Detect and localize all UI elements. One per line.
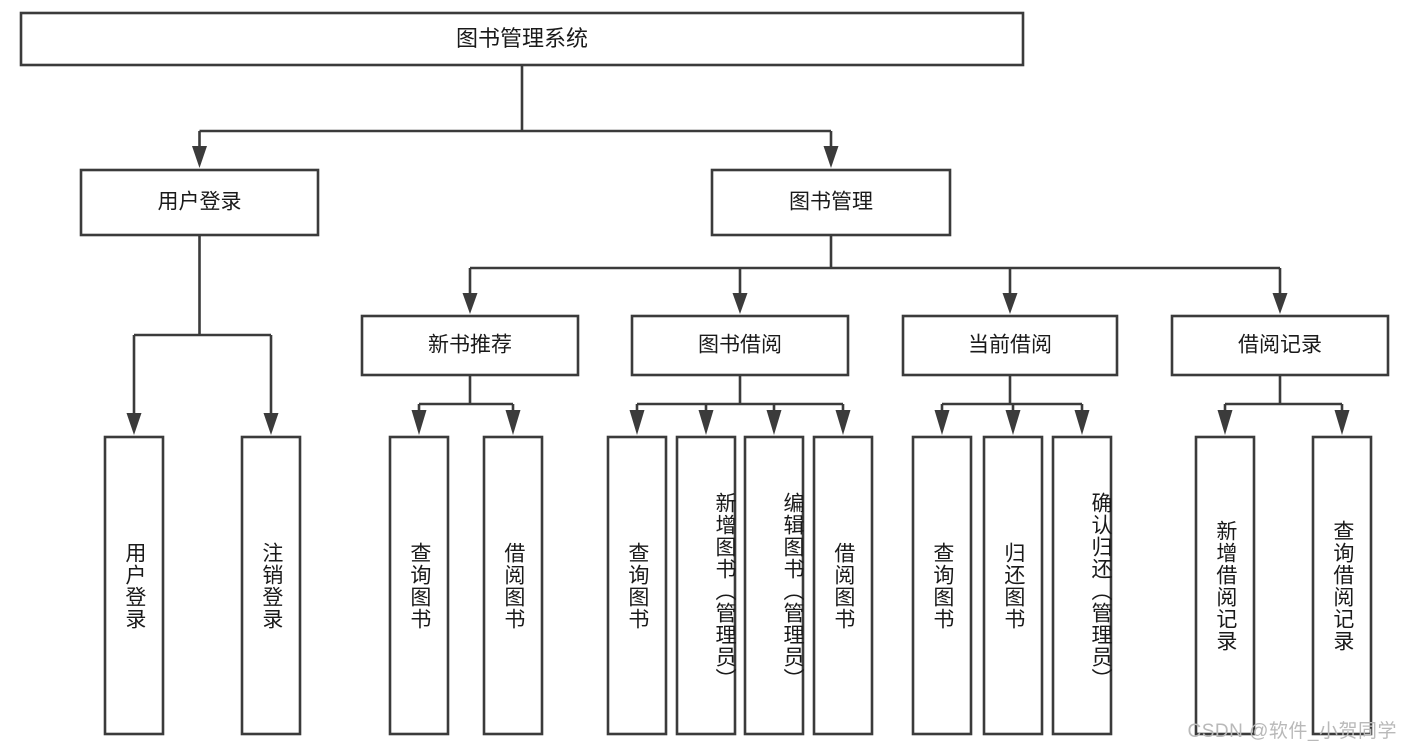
node-query-borrow-record[interactable] <box>1311 435 1373 736</box>
node-add-book-admin[interactable] <box>675 435 737 736</box>
arrowhead-query-book-2 <box>629 410 645 435</box>
connector-layer <box>126 65 1350 435</box>
label-layer: 图书管理系统 用户登录 图书管理 新书推荐 图书借阅 当前借阅 借阅记录 <box>158 26 1323 357</box>
arrowhead-user-login-do <box>126 413 142 435</box>
node-borrow-record[interactable] <box>1170 314 1390 377</box>
arrowhead-current-borrow <box>1002 293 1018 314</box>
node-query-book-3[interactable] <box>911 435 973 736</box>
arrowhead-borrow-record <box>1272 293 1288 314</box>
arrowhead-new-book-recommend <box>462 293 478 314</box>
arrowhead-query-book-3 <box>934 410 950 435</box>
node-book-borrow[interactable] <box>630 314 850 377</box>
arrowhead-add-borrow-record <box>1217 410 1233 435</box>
arrowhead-user-login <box>192 146 207 168</box>
node-user-login[interactable] <box>79 168 320 237</box>
arrowhead-return-book <box>1005 410 1021 435</box>
node-user-login-do[interactable] <box>103 435 165 736</box>
node-current-borrow[interactable] <box>901 314 1119 377</box>
arrowhead-edit-book-admin <box>766 410 782 435</box>
node-edit-book-admin[interactable] <box>743 435 805 736</box>
label-current-borrow: 当前借阅 <box>968 334 1052 357</box>
node-borrow-book-2[interactable] <box>812 435 874 736</box>
arrowhead-borrow-book-2 <box>835 410 851 435</box>
node-user-logout[interactable] <box>240 435 302 736</box>
node-return-book[interactable] <box>982 435 1044 736</box>
node-book-manage[interactable] <box>710 168 952 237</box>
arrowhead-query-borrow-record <box>1334 410 1350 435</box>
label-book-borrow: 图书借阅 <box>698 334 782 357</box>
arrowhead-query-book-1 <box>411 410 427 435</box>
label-user-login: 用户登录 <box>158 191 242 214</box>
node-query-book-2[interactable] <box>606 435 668 736</box>
node-confirm-return-admin[interactable] <box>1051 435 1113 736</box>
node-borrow-book-1[interactable] <box>482 435 544 736</box>
node-add-borrow-record[interactable] <box>1194 435 1256 736</box>
node-query-book-1[interactable] <box>388 435 450 736</box>
arrowhead-add-book-admin <box>698 410 714 435</box>
label-new-book-recommend: 新书推荐 <box>428 334 512 357</box>
node-layer <box>19 11 1390 736</box>
label-root: 图书管理系统 <box>456 26 588 51</box>
label-book-manage: 图书管理 <box>789 191 873 214</box>
label-borrow-record: 借阅记录 <box>1238 334 1322 357</box>
arrowhead-book-manage <box>823 146 839 168</box>
watermark: CSDN @软件_小贺同学 <box>1187 721 1397 742</box>
arrowhead-book-borrow <box>732 293 748 314</box>
arrowhead-confirm-return-admin <box>1074 410 1090 435</box>
arrowhead-borrow-book-1 <box>505 410 521 435</box>
arrowhead-user-logout <box>263 413 279 435</box>
node-root[interactable] <box>19 11 1025 67</box>
node-new-book-recommend[interactable] <box>360 314 580 377</box>
